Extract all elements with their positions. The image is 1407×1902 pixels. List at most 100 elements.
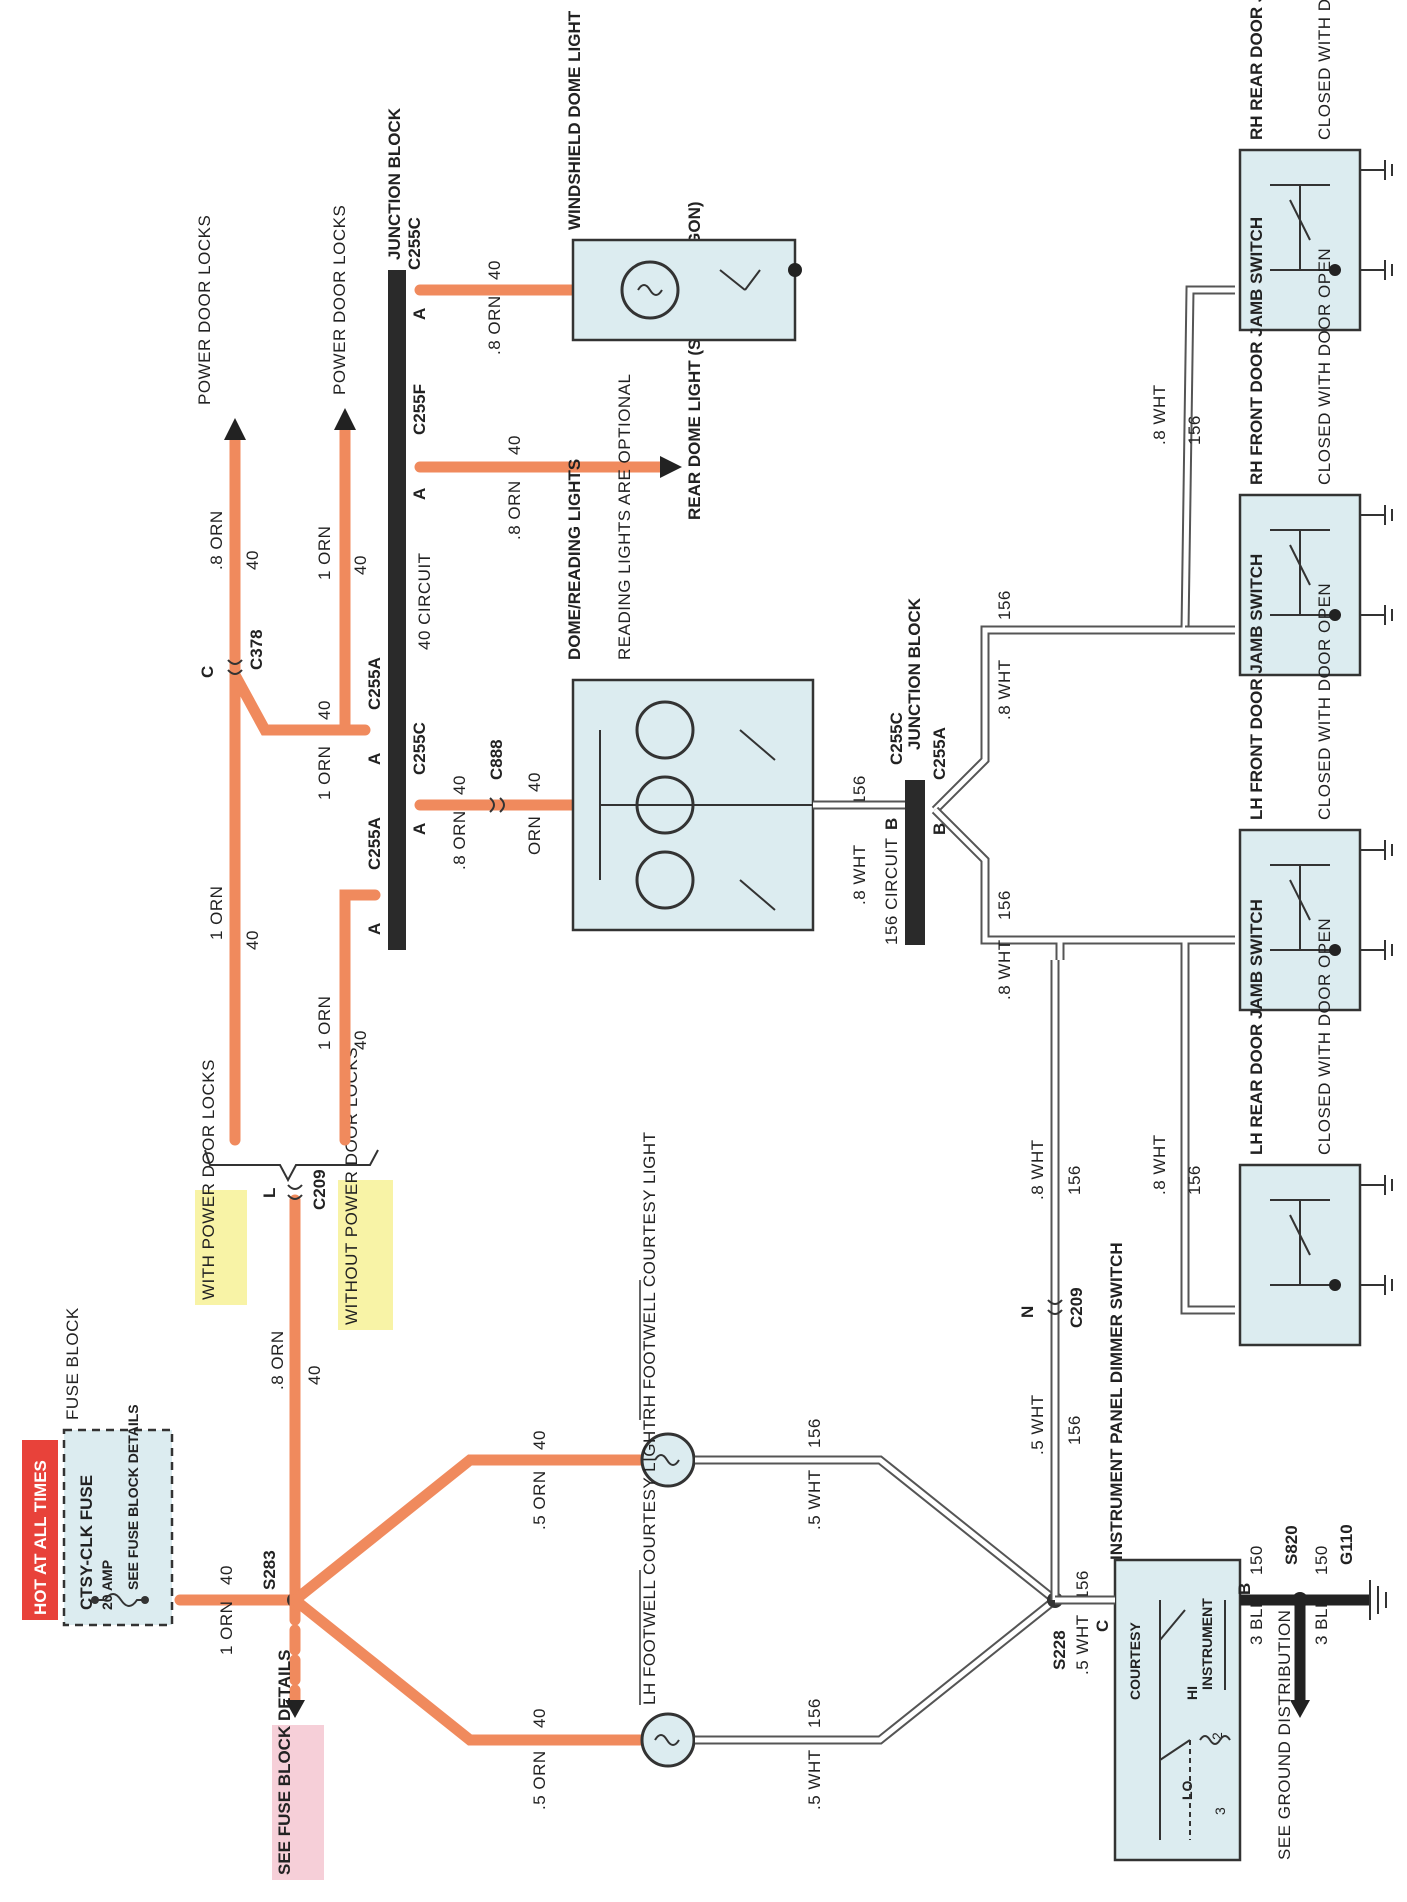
svg-text:LH FRONT DOOR JAMB SWITCH: LH FRONT DOOR JAMB SWITCH xyxy=(1247,554,1266,820)
svg-text:.5 WHT: .5 WHT xyxy=(805,1749,824,1810)
svg-text:1 ORN: 1 ORN xyxy=(315,526,334,580)
svg-text:1 ORN: 1 ORN xyxy=(315,746,334,800)
svg-text:C255C: C255C xyxy=(405,217,424,270)
svg-text:.5 WHT: .5 WHT xyxy=(805,1469,824,1530)
svg-text:156: 156 xyxy=(1073,1570,1092,1600)
svg-text:C255A: C255A xyxy=(365,657,384,710)
see-fuse-block-bg xyxy=(272,1725,324,1880)
svg-text:CLOSED WITH DOOR OPEN: CLOSED WITH DOOR OPEN xyxy=(1315,248,1334,485)
svg-text:LO: LO xyxy=(1179,1780,1195,1800)
svg-text:HI: HI xyxy=(1184,1686,1200,1700)
svg-text:156: 156 xyxy=(995,890,1014,920)
wire-c378-branch xyxy=(229,669,371,736)
fuse-rating: 20 AMP xyxy=(99,1560,115,1610)
svg-text:40: 40 xyxy=(243,930,262,950)
svg-text:LH FOOTWELL COURTESY LIGHT: LH FOOTWELL COURTESY LIGHT xyxy=(640,1419,659,1705)
svg-text:C255A: C255A xyxy=(930,727,949,780)
svg-text:1 ORN: 1 ORN xyxy=(217,1601,236,1655)
without-power-locks-bg xyxy=(338,1180,393,1330)
svg-text:.8 WHT: .8 WHT xyxy=(1028,1139,1047,1200)
svg-text:156: 156 xyxy=(995,590,1014,620)
svg-text:A: A xyxy=(410,308,429,320)
svg-text:156: 156 xyxy=(1185,415,1204,445)
svg-text:156: 156 xyxy=(1065,1415,1084,1445)
wire-5wht-rh xyxy=(695,1455,1058,1604)
svg-text:.5 WHT: .5 WHT xyxy=(1028,1394,1047,1455)
svg-text:LH REAR DOOR JAMB SWITCH: LH REAR DOOR JAMB SWITCH xyxy=(1247,899,1266,1155)
svg-text:WITH POWER DOOR LOCKS: WITH POWER DOOR LOCKS xyxy=(199,1059,218,1300)
svg-text:3: 3 xyxy=(1212,1807,1228,1815)
svg-text:C: C xyxy=(1093,1620,1112,1632)
svg-text:.8 ORN: .8 ORN xyxy=(207,510,226,570)
svg-text:.8 ORN: .8 ORN xyxy=(450,810,469,870)
svg-text:C255C: C255C xyxy=(887,712,906,765)
fuse-symbol xyxy=(95,1593,145,1607)
svg-text:40: 40 xyxy=(485,260,504,280)
svg-text:40: 40 xyxy=(505,435,524,455)
svg-text:40: 40 xyxy=(351,555,370,575)
svg-text:.8 WHT: .8 WHT xyxy=(1150,384,1169,445)
svg-text:150: 150 xyxy=(1312,1545,1331,1575)
svg-text:DOME/READING LIGHTS: DOME/READING LIGHTS xyxy=(565,459,584,660)
fuse-block-title: FUSE BLOCK xyxy=(63,1307,82,1420)
svg-text:3 BLK: 3 BLK xyxy=(1247,1596,1266,1645)
svg-text:40: 40 xyxy=(530,1430,549,1450)
svg-text:40: 40 xyxy=(217,1565,236,1585)
svg-text:A: A xyxy=(365,923,384,935)
with-power-locks-bg xyxy=(195,1190,247,1305)
wire-1orn-without xyxy=(339,889,381,1146)
svg-text:.8 WHT: .8 WHT xyxy=(995,939,1014,1000)
svg-text:156 CIRCUIT: 156 CIRCUIT xyxy=(882,837,901,945)
svg-text:1 ORN: 1 ORN xyxy=(315,996,334,1050)
svg-text:40: 40 xyxy=(315,700,334,720)
svg-text:CLOSED WITH DOOR OPEN: CLOSED WITH DOOR OPEN xyxy=(1315,583,1334,820)
svg-text:SEE GROUND DISTRIBUTION: SEE GROUND DISTRIBUTION xyxy=(1275,1610,1294,1860)
svg-text:SEE FUSE BLOCK DETAILS: SEE FUSE BLOCK DETAILS xyxy=(275,1650,294,1875)
svg-text:POWER DOOR LOCKS: POWER DOOR LOCKS xyxy=(330,205,349,395)
svg-text:C378: C378 xyxy=(247,629,266,670)
svg-text:156: 156 xyxy=(1185,1165,1204,1195)
svg-text:2: 2 xyxy=(1209,1732,1225,1740)
hot-label: HOT AT ALL TIMES xyxy=(31,1460,50,1615)
svg-text:RH FOOTWELL COURTESY LIGHT: RH FOOTWELL COURTESY LIGHT xyxy=(640,1131,659,1420)
svg-text:40: 40 xyxy=(530,1708,549,1728)
fuse-name: CTSY-CLK FUSE xyxy=(77,1475,96,1610)
svg-text:JUNCTION BLOCK: JUNCTION BLOCK xyxy=(905,597,924,750)
fuse-see-details: SEE FUSE BLOCK DETAILS xyxy=(125,1404,141,1590)
svg-text:A: A xyxy=(365,753,384,765)
wire-5orn-lh xyxy=(289,1594,656,1746)
svg-text:G110: G110 xyxy=(1337,1524,1356,1565)
svg-text:40: 40 xyxy=(243,550,262,570)
svg-text:40: 40 xyxy=(305,1365,324,1385)
svg-text:B: B xyxy=(1235,1583,1254,1595)
wire-5orn-rh xyxy=(289,1454,656,1606)
svg-text:156: 156 xyxy=(1065,1165,1084,1195)
svg-text:C255A: C255A xyxy=(365,817,384,870)
svg-text:C209: C209 xyxy=(1067,1287,1086,1328)
svg-text:L: L xyxy=(260,1188,279,1198)
svg-text:40 CIRCUIT: 40 CIRCUIT xyxy=(415,552,434,650)
wire-5wht-lh xyxy=(695,1596,1058,1745)
dimmer-switch-box xyxy=(1113,1558,1242,1862)
svg-text:C888: C888 xyxy=(487,739,506,780)
svg-text:WINDSHIELD DOME LIGHT: WINDSHIELD DOME LIGHT xyxy=(565,10,584,230)
svg-text:B: B xyxy=(930,823,949,835)
svg-text:156: 156 xyxy=(805,1418,824,1448)
svg-text:.8 ORN: .8 ORN xyxy=(268,1330,287,1390)
junction-block-1 xyxy=(388,270,406,950)
junction-block-2 xyxy=(905,780,925,945)
hot-label-bg xyxy=(22,1440,58,1620)
svg-text:.5 ORN: .5 ORN xyxy=(530,1750,549,1810)
svg-text:CLOSED WITH DOOR OPEN: CLOSED WITH DOOR OPEN xyxy=(1315,918,1334,1155)
svg-text:RH REAR DOOR JAMB SWITCH: RH REAR DOOR JAMB SWITCH xyxy=(1247,0,1266,140)
svg-text:C255C: C255C xyxy=(410,722,429,775)
svg-text:S283: S283 xyxy=(260,1550,279,1590)
lh-rear-switch: LH REAR DOOR JAMB SWITCH CLOSED WITH DOO… xyxy=(1238,899,1362,1347)
svg-text:COURTESY: COURTESY xyxy=(1127,1622,1143,1700)
brace xyxy=(204,1149,379,1183)
svg-text:.8 WHT: .8 WHT xyxy=(850,844,869,905)
svg-text:ORN: ORN xyxy=(525,816,544,855)
svg-text:C255F: C255F xyxy=(410,384,429,435)
svg-text:156: 156 xyxy=(805,1698,824,1728)
